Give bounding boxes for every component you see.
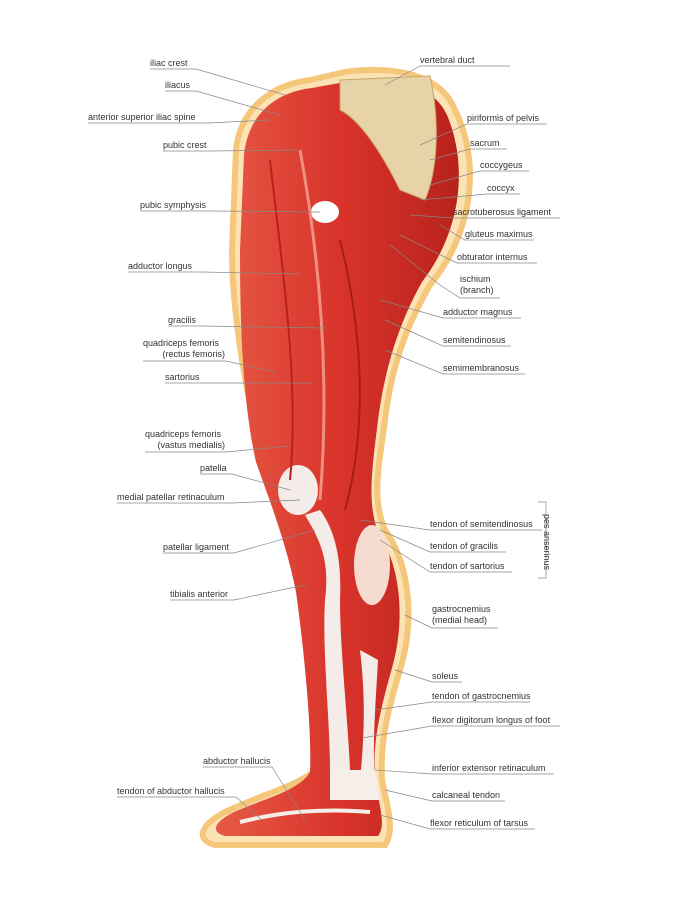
label-line-2: (medial head) — [432, 615, 488, 625]
label-patellar-ligament: patellar ligament — [163, 542, 230, 552]
label-line-1: quadriceps femoris — [143, 338, 220, 348]
label-ischium: ischium(branch) — [460, 274, 494, 296]
label-flexor-reticulum-of-tarsus: flexor reticulum of tarsus — [430, 818, 529, 828]
label-pubic-symphysis: pubic symphysis — [140, 200, 207, 210]
leader-lines — [88, 65, 560, 830]
label-vastus-medialis: quadriceps femoris(vastus medialis) — [145, 429, 225, 451]
label-semimembranosus: semimembranosus — [443, 363, 520, 373]
label-flexor-digitorum-longus: flexor digitorum longus of foot — [432, 715, 551, 725]
label-tendon-of-sartorius: tendon of sartorius — [430, 561, 505, 571]
muscle-body — [215, 80, 459, 836]
label-obturator-internus: obturator internus — [457, 252, 528, 262]
label-adductor-magnus: adductor magnus — [443, 307, 513, 317]
label-adductor-longus: adductor longus — [128, 261, 193, 271]
label-medial-patellar-retinaculum: medial patellar retinaculum — [117, 492, 225, 502]
label-gracilis: gracilis — [168, 315, 197, 325]
label-tibialis-anterior: tibialis anterior — [170, 589, 229, 599]
label-sacrotuberosus-ligament: sacrotuberosus ligament — [453, 207, 552, 217]
label-anterior-superior-iliac-spine: anterior superior iliac spine — [88, 112, 196, 122]
label-line-2: (rectus femoris) — [162, 349, 225, 359]
label-pes-anserinus: pes anserinus — [542, 514, 552, 571]
label-line-1: quadriceps femoris — [145, 429, 222, 439]
label-coccyx: coccyx — [487, 183, 515, 193]
label-gastrocnemius: gastrocnemius(medial head) — [432, 604, 491, 626]
label-rectus-femoris: quadriceps femoris(rectus femoris) — [143, 338, 225, 360]
label-tendon-of-gracilis: tendon of gracilis — [430, 541, 499, 551]
label-sartorius: sartorius — [165, 372, 200, 382]
label-iliac-crest: iliac crest — [150, 58, 188, 68]
label-pubic-crest: pubic crest — [163, 140, 207, 150]
label-tendon-of-gastrocnemius: tendon of gastrocnemius — [432, 691, 531, 701]
label-iliacus: iliacus — [165, 80, 191, 90]
label-calcaneal-tendon: calcaneal tendon — [432, 790, 501, 800]
label-tendon-of-semitendinosus: tendon of semitendinosus — [430, 519, 533, 529]
label-piriformis: piriformis of pelvis — [467, 113, 540, 123]
label-sacrum: sacrum — [470, 138, 500, 148]
label-line-2: (branch) — [460, 285, 494, 295]
label-gluteus-maximus: gluteus maximus — [465, 229, 533, 239]
label-coccygeus: coccygeus — [480, 160, 523, 170]
label-soleus: soleus — [432, 671, 459, 681]
label-line-2: (vastus medialis) — [157, 440, 225, 450]
label-line-1: gastrocnemius — [432, 604, 491, 614]
label-patella: patella — [200, 463, 227, 473]
bones-and-tendons — [239, 75, 437, 824]
label-line-1: ischium — [460, 274, 491, 284]
label-abductor-hallucis: abductor hallucis — [203, 756, 271, 766]
label-vertebral-duct: vertebral duct — [420, 55, 475, 65]
label-tendon-of-abductor-hallucis: tendon of abductor hallucis — [117, 786, 225, 796]
label-inferior-extensor-retinaculum: inferior extensor retinaculum — [432, 763, 546, 773]
label-semitendinosus: semitendinosus — [443, 335, 506, 345]
